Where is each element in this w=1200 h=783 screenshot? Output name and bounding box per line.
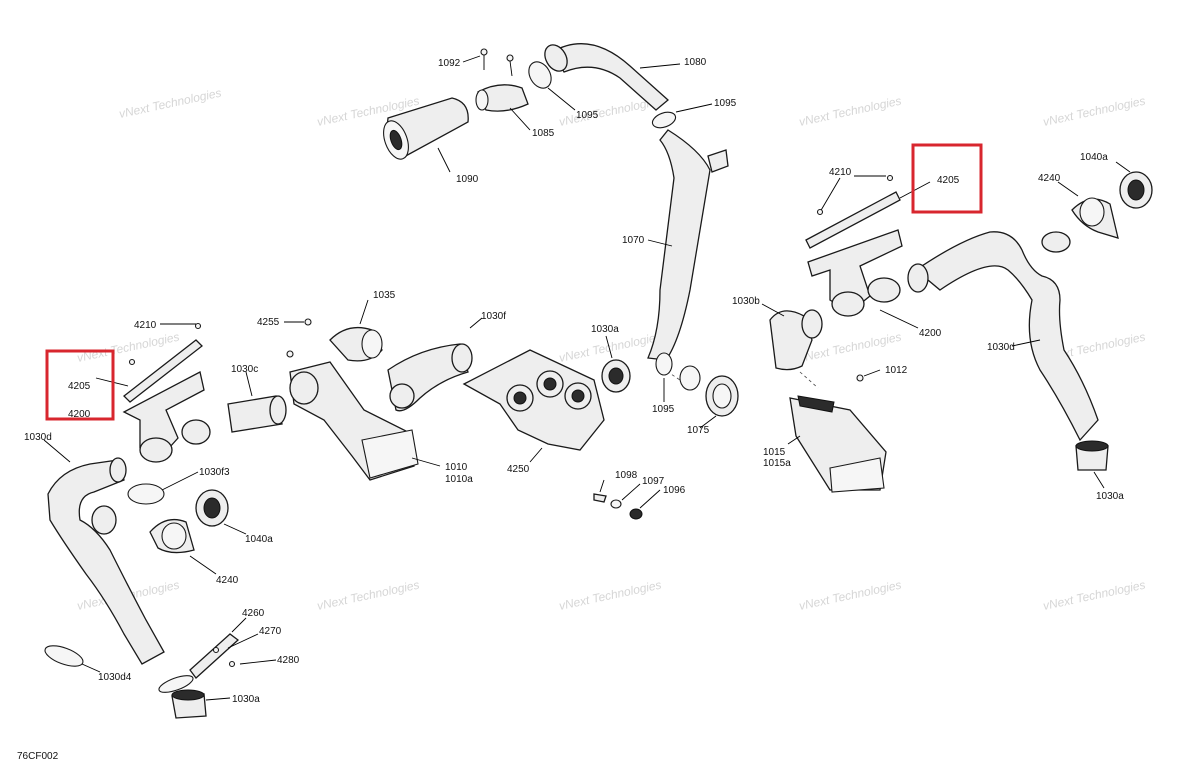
callout-1097: 1097: [642, 476, 665, 487]
callout-1075: 1075: [687, 425, 710, 436]
callout-1090: 1090: [456, 174, 479, 185]
callout-1096: 1096: [663, 485, 686, 496]
cap-1030a-right: [1075, 440, 1109, 489]
bracket-4260-4280: [158, 617, 277, 693]
duct-1030f: [387, 317, 483, 412]
callout-4200: 4200: [919, 328, 942, 339]
callout-4240: 4240: [216, 575, 239, 586]
cap-1040a-left: [195, 489, 247, 535]
callout-1095: 1095: [652, 404, 675, 415]
callout-4270: 4270: [259, 626, 282, 637]
housing-4240-right: [1057, 181, 1119, 239]
watermarks: vNext Technologies vNext Technologies vN…: [76, 86, 1147, 613]
bracket-4250: [462, 349, 605, 463]
callout-1010: 1010: [445, 462, 468, 473]
callout-1040a: 1040a: [1080, 152, 1108, 163]
adapter-1085: [462, 48, 531, 131]
callout-1080: 1080: [684, 57, 707, 68]
clip-rail-4210-right: [805, 174, 931, 249]
cap-1030a-center: [601, 335, 631, 393]
watermark-text: vNext Technologies: [558, 578, 663, 613]
strap-1030d4: [44, 645, 101, 673]
callout-1015a: 1015a: [763, 458, 791, 469]
mount-4200-left: [122, 371, 211, 463]
callout-4255: 4255: [257, 317, 280, 328]
callout-1030f: 1030f: [481, 311, 506, 322]
intake-1010: [289, 361, 441, 481]
callout-1095: 1095: [576, 110, 599, 121]
callout-4205: 4205: [937, 175, 960, 186]
watermark-text: vNext Technologies: [1042, 94, 1147, 129]
callout-1030d: 1030d: [987, 342, 1015, 353]
callout-1040a: 1040a: [245, 534, 273, 545]
callout-4260: 4260: [242, 608, 265, 619]
callout-4280: 4280: [277, 655, 300, 666]
callout-1030f3: 1030f3: [199, 467, 230, 478]
highlight-box-4205-right: [911, 143, 983, 214]
air-filter-1090: [383, 97, 469, 173]
highlight-box-4205-left: [45, 349, 115, 421]
callout-1070: 1070: [622, 235, 645, 246]
callout-1098: 1098: [615, 470, 638, 481]
elbow-1030b: [761, 303, 823, 389]
callout-4250: 4250: [507, 464, 530, 475]
clamp-1095-right: [651, 103, 713, 129]
callout-4240: 4240: [1038, 173, 1061, 184]
watermark-text: vNext Technologies: [798, 578, 903, 613]
callout-1030c: 1030c: [231, 364, 258, 375]
clamp-1095-top: [528, 61, 576, 111]
callout-1092: 1092: [438, 58, 461, 69]
mount-4200-right: [807, 229, 919, 329]
callout-labels: 1092 1080 1095 1085 1095 1090 1070 4210 …: [24, 57, 1124, 705]
duct-1030d-right: [907, 231, 1099, 442]
callout-1030b: 1030b: [732, 296, 760, 307]
coupler-1030c: [227, 371, 287, 433]
cap-1030a-left: [171, 689, 231, 719]
callout-1030a: 1030a: [1096, 491, 1124, 502]
diagram-code: 76CF002: [17, 751, 59, 762]
coupler-1075: [699, 375, 739, 429]
housing-4240-left: [149, 518, 217, 575]
callout-1030d4: 1030d4: [98, 672, 132, 683]
watermark-text: vNext Technologies: [316, 578, 421, 613]
watermark-text: vNext Technologies: [118, 86, 223, 121]
duct-1015: [787, 369, 887, 493]
callout-4210: 4210: [829, 167, 852, 178]
clamp-1095-lower: [655, 352, 701, 402]
hardware-1096-1098: [593, 479, 661, 520]
callout-1085: 1085: [532, 128, 555, 139]
callout-4210: 4210: [134, 320, 157, 331]
watermark-text: vNext Technologies: [798, 94, 903, 129]
duct-hose-1080: [544, 43, 681, 111]
callout-1030a: 1030a: [232, 694, 260, 705]
strap-1030f3: [127, 471, 199, 505]
watermark-text: vNext Technologies: [1042, 578, 1147, 613]
watermark-text: vNext Technologies: [76, 330, 181, 365]
elbow-1035: [284, 299, 383, 362]
intake-tube-1070: [647, 129, 729, 381]
callout-1030d: 1030d: [24, 432, 52, 443]
callout-1015: 1015: [763, 447, 786, 458]
callout-1095: 1095: [714, 98, 737, 109]
duct-1030d-left: [43, 439, 165, 665]
callout-1030a: 1030a: [591, 324, 619, 335]
callout-4200: 4200: [68, 409, 91, 420]
cap-1040a-right: [1115, 161, 1153, 209]
callout-1012: 1012: [885, 365, 908, 376]
callout-1035: 1035: [373, 290, 396, 301]
callout-1010a: 1010a: [445, 474, 473, 485]
callout-4205: 4205: [68, 381, 91, 392]
